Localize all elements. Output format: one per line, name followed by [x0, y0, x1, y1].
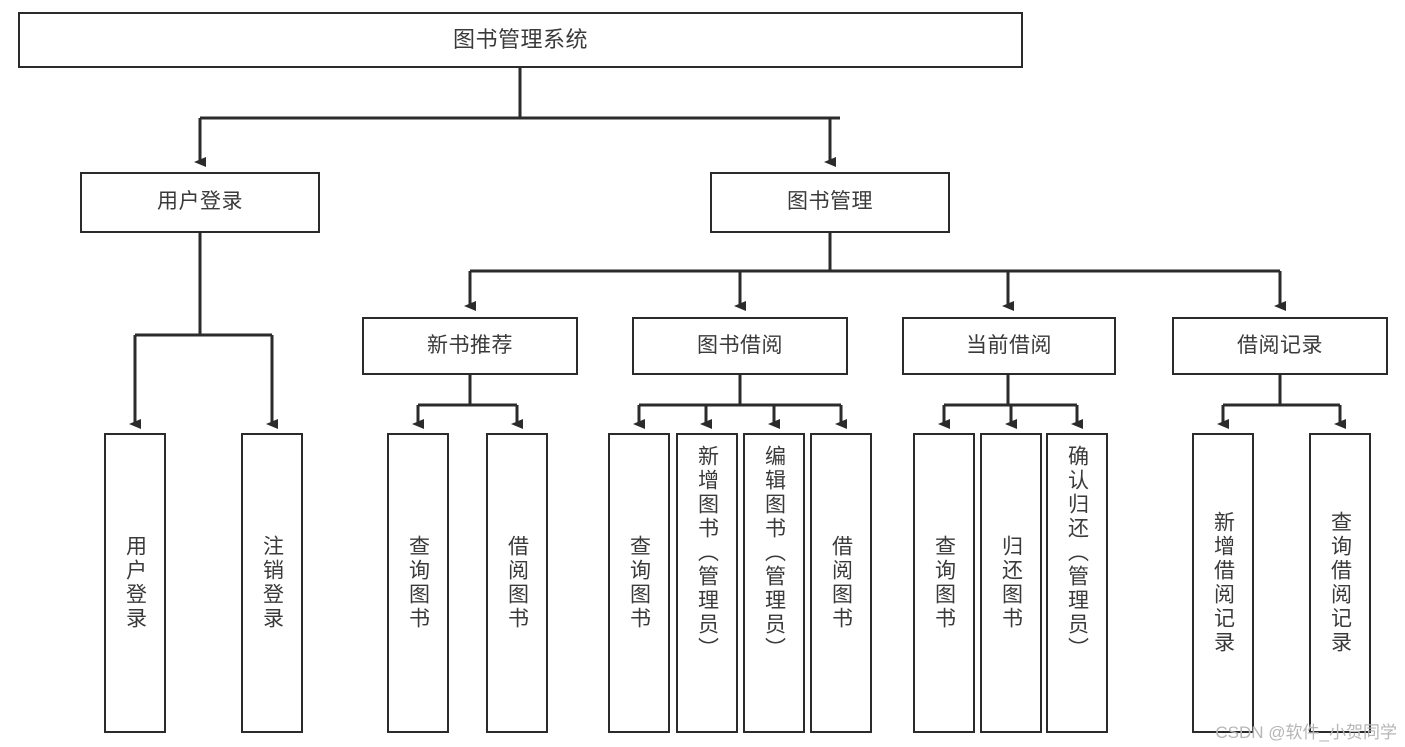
leaf-add-book-admin-label: 新增图书（管理员）: [695, 445, 719, 661]
leaf-borrow-book-nb-label: 借阅图书: [505, 535, 529, 631]
node-book-borrow-label: 图书借阅: [697, 333, 783, 357]
leaf-add-borrow-record-label: 新增借阅记录: [1211, 511, 1235, 655]
node-user-login[interactable]: 用户登录: [80, 172, 320, 233]
leaf-add-book-admin[interactable]: 新增图书（管理员）: [676, 433, 738, 733]
leaf-user-login-label: 用户登录: [123, 535, 147, 631]
leaf-borrow-book-bb[interactable]: 借阅图书: [810, 433, 872, 733]
node-current-borrow[interactable]: 当前借阅: [902, 317, 1116, 375]
leaf-confirm-return-admin[interactable]: 确认归还（管理员）: [1046, 433, 1108, 733]
leaf-query-book-nb-label: 查询图书: [406, 535, 430, 631]
leaf-return-book-label: 归还图书: [999, 535, 1023, 631]
node-root-label: 图书管理系统: [452, 27, 588, 53]
leaf-query-book-nb[interactable]: 查询图书: [387, 433, 449, 733]
leaf-query-book-cb-label: 查询图书: [932, 535, 956, 631]
leaf-query-borrow-record[interactable]: 查询借阅记录: [1309, 433, 1371, 733]
leaf-add-borrow-record[interactable]: 新增借阅记录: [1192, 433, 1254, 733]
leaf-query-book-bb[interactable]: 查询图书: [608, 433, 670, 733]
node-new-book-recommend[interactable]: 新书推荐: [362, 317, 578, 375]
leaf-logout-label: 注销登录: [260, 535, 284, 631]
leaf-borrow-book-bb-label: 借阅图书: [829, 535, 853, 631]
leaf-query-borrow-record-label: 查询借阅记录: [1328, 511, 1352, 655]
leaf-confirm-return-admin-label: 确认归还（管理员）: [1065, 445, 1089, 661]
leaf-return-book[interactable]: 归还图书: [980, 433, 1042, 733]
node-user-login-label: 用户登录: [157, 190, 243, 214]
node-root[interactable]: 图书管理系统: [18, 12, 1023, 68]
node-borrow-records-label: 借阅记录: [1237, 333, 1323, 357]
node-new-book-recommend-label: 新书推荐: [427, 333, 513, 357]
leaf-user-login[interactable]: 用户登录: [104, 433, 166, 733]
leaf-query-book-bb-label: 查询图书: [627, 535, 651, 631]
leaf-edit-book-admin-label: 编辑图书（管理员）: [762, 445, 786, 661]
leaf-edit-book-admin[interactable]: 编辑图书（管理员）: [743, 433, 805, 733]
node-borrow-records[interactable]: 借阅记录: [1172, 317, 1388, 375]
node-book-management-label: 图书管理: [787, 190, 873, 214]
node-current-borrow-label: 当前借阅: [966, 333, 1052, 357]
leaf-logout[interactable]: 注销登录: [241, 433, 303, 733]
node-book-management[interactable]: 图书管理: [710, 172, 950, 233]
node-book-borrow[interactable]: 图书借阅: [632, 317, 848, 375]
leaf-borrow-book-nb[interactable]: 借阅图书: [486, 433, 548, 733]
leaf-query-book-cb[interactable]: 查询图书: [913, 433, 975, 733]
